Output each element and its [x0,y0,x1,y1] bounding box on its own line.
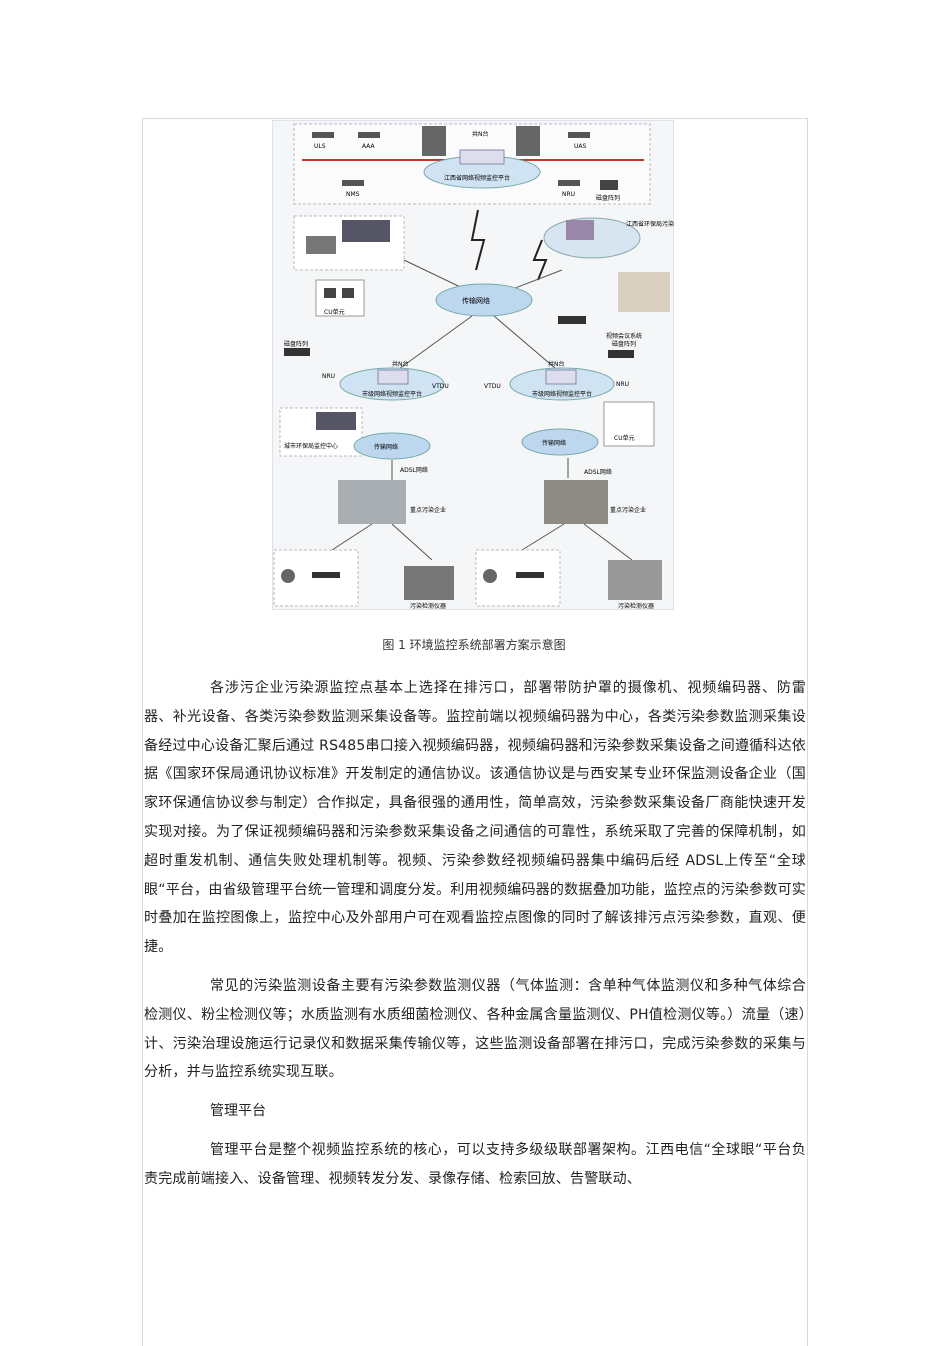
switch-icon [459,149,505,165]
core-server-icon-left [422,126,446,156]
paragraph-2: 常见的污染监测设备主要有污染参数监测仪器（气体监测：含单种气体监测仪和多种气体综… [144,977,806,1081]
cu-unit-right-box [603,401,655,447]
label-nms: NMS [346,191,360,198]
label-transport-left: 传输网络 [374,443,398,451]
monitor-wall-icon [342,220,390,242]
monitor-instrument-left-icon [404,566,454,600]
uas-server-icon [568,132,590,138]
lightning-link-icon [470,209,486,271]
nru-server-icon [558,180,580,186]
operator-desk-icon [306,236,336,254]
label-city-monitor-center: 城市环保局监控中心 [284,442,338,450]
label-monitor-left: 污染检测仪器 [410,602,446,610]
deployment-diagram: ULS AAA 共N台 UAS 江西省网络视频监控平台 NMS NRU 磁盘阵列… [272,120,674,610]
disk-left-icon [284,348,310,356]
figure-caption: 图 1 环境监控系统部署方案示意图 [382,638,566,652]
label-uls: ULS [314,143,326,150]
video-conf-photo [618,272,670,312]
lightning-link-icon-right [532,239,548,281]
label-cu-unit-right: CU单元 [614,434,635,442]
section-heading: 管理平台 [210,1103,266,1120]
city-switch-right-icon [545,369,577,385]
label-top-platform: 江西省网络视频监控平台 [444,174,510,182]
label-cloud-node-left: 共N台 [392,360,409,368]
city-monitor-wall-icon [316,412,356,430]
article-body: 各涉污企业污染源监控点基本上选择在排污口，部署带防护罩的摄像机、视频编码器、防雷… [144,674,806,1204]
label-disk-left: 磁盘阵列 [284,340,308,348]
label-adsl-left: ADSL网络 [400,466,428,474]
label-nru: NRU [562,191,575,198]
label-monitor-right: 污染检测仪器 [618,602,654,610]
link-line-4 [493,315,563,375]
monitor-instrument-right-icon [608,560,662,600]
encoder-right-icon [516,572,544,578]
label-cloud-node-right: 共N台 [548,360,565,368]
nms-server-icon [342,180,364,186]
label-enterprise-right: 重点污染企业 [610,506,646,514]
label-cu-unit: CU单元 [324,308,345,316]
label-cloud-node-top: 共N台 [472,130,489,138]
transport-cloud-left-icon [353,432,431,460]
cu-screen-icon [324,288,336,298]
label-enterprise-left: 重点污染企业 [410,506,446,514]
uls-server-icon [312,132,334,138]
site-link-right-2 [583,523,633,561]
label-disk-right: 磁盘阵列 [612,340,636,348]
site-link-right [521,523,565,551]
site-link-left-2 [391,523,433,561]
cu-screen-icon-2 [342,288,354,298]
paragraph-1: 各涉污企业污染源监控点基本上选择在排污口，部署带防护罩的摄像机、视频编码器、防雷… [144,680,806,956]
label-vtdu-right: VTDU [484,383,501,390]
link-line-3 [391,315,473,375]
aaa-server-icon [358,132,380,138]
paragraph-3: 管理平台是整个视频监控系统的核心，可以支持多级级联部署架构。江西电信“全球眼“平… [144,1141,806,1187]
label-nru-left: NRU [322,373,335,380]
enterprise-right-photo [544,480,608,524]
label-city-platform-right: 市级网络视频监控平台 [532,390,592,398]
label-disk-array: 磁盘阵列 [596,194,620,202]
page-frame [142,118,808,1346]
camera-left-icon [281,569,295,583]
video-conf-codec-icon [558,316,586,324]
label-adsl-right: ADSL网络 [584,468,612,476]
env-center-building-icon [566,220,594,240]
label-aaa: AAA [362,143,376,150]
transport-cloud-right-icon [521,428,599,456]
label-env-center: 江西省环保局污染监控中心 [626,220,674,228]
site-link-left [331,523,373,551]
label-uas: UAS [574,143,586,150]
transport-cloud-icon [435,283,533,317]
label-nru-right: NRU [616,381,629,388]
camera-right-icon [483,569,497,583]
enterprise-left-photo [338,480,406,524]
label-city-platform-left: 市级网络视频监控平台 [362,390,422,398]
core-server-icon-right [516,126,540,156]
encoder-left-icon [312,572,340,578]
disk-right-icon [608,350,634,358]
label-video-conf: 视频会议系统 [606,332,642,340]
label-transport-right: 传输网络 [542,439,566,447]
label-transport-network: 传输网络 [462,296,490,305]
city-switch-left-icon [377,369,409,385]
disk-array-icon [600,180,618,190]
label-vtdu-left: VTDU [432,383,449,390]
